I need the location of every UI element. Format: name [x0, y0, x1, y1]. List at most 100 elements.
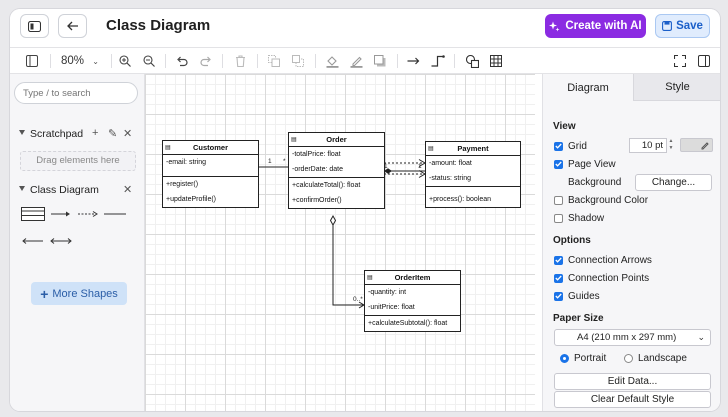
order-orderitem-connector	[332, 225, 364, 306]
dependency-arrow-icon[interactable]	[77, 210, 99, 218]
toolbar-divider	[50, 54, 51, 68]
zoom-in-button[interactable]	[117, 53, 133, 69]
edit-data-button[interactable]: Edit Data...	[554, 373, 711, 390]
arrow-right-icon	[407, 57, 420, 65]
class-icon: ▤	[367, 275, 373, 281]
toolbar-divider	[165, 54, 166, 68]
fill-bucket-icon	[326, 55, 338, 68]
zoom-in-icon	[119, 55, 131, 67]
connection-points-label: Connection Points	[568, 272, 650, 284]
zoom-dropdown[interactable]: 80% ⌄	[61, 55, 99, 67]
clear-default-style-button[interactable]: Clear Default Style	[554, 391, 711, 408]
checkbox-checked-icon	[554, 291, 563, 301]
pencil-icon[interactable]: ✎	[108, 128, 118, 140]
portrait-radio[interactable]: Portrait	[560, 351, 606, 365]
radio-selected-icon	[560, 353, 569, 363]
line-color-button[interactable]	[348, 53, 364, 69]
close-icon[interactable]: ✕	[123, 184, 133, 196]
format-panel-toggle[interactable]	[24, 53, 40, 69]
diagram-canvas[interactable]: 1 * 1 1 0..* ▤Customer -email: string +r…	[145, 74, 535, 411]
shadow-icon	[374, 55, 386, 67]
paper-size-value: A4 (210 mm x 297 mm)	[577, 332, 677, 343]
shadow-button[interactable]	[372, 53, 388, 69]
grid-checkbox[interactable]: Grid	[554, 139, 587, 153]
guides-label: Guides	[568, 290, 600, 302]
grid-size-input[interactable]: 10 pt	[629, 138, 667, 153]
scratchpad-dropzone[interactable]: Drag elements here	[20, 151, 136, 171]
fullscreen-icon	[674, 55, 686, 67]
class-orderitem[interactable]: ▤OrderItem -quantity: int -unitPrice: fl…	[364, 270, 461, 332]
radio-unselected-icon	[624, 353, 633, 363]
toggle-format-panel-button[interactable]	[696, 53, 712, 69]
portrait-label: Portrait	[574, 352, 607, 364]
caret-down-icon[interactable]	[19, 186, 25, 191]
class-customer[interactable]: ▤Customer -email: string +register() +up…	[162, 140, 259, 208]
close-icon[interactable]: ✕	[123, 128, 133, 140]
background-label: Background	[568, 176, 622, 188]
grid-color-swatch[interactable]	[680, 138, 713, 152]
undo-button[interactable]	[174, 53, 190, 69]
shapes-button[interactable]	[464, 53, 480, 69]
toolbar: 80% ⌄	[10, 47, 720, 74]
connection-points-checkbox[interactable]: Connection Points	[554, 271, 649, 285]
checkbox-checked-icon	[554, 255, 563, 265]
class-attribute: -amount: float	[429, 160, 472, 167]
to-front-button[interactable]	[266, 53, 282, 69]
class-icon: ▤	[165, 145, 171, 151]
connection-arrows-label: Connection Arrows	[568, 254, 652, 266]
toggle-sidebar-button[interactable]	[20, 14, 49, 38]
class-name: Customer	[192, 143, 228, 152]
shadow-checkbox[interactable]: Shadow	[554, 211, 604, 225]
header: Class Diagram Create with AI Save	[10, 9, 720, 45]
redo-button[interactable]	[198, 53, 214, 69]
class-payment[interactable]: ▤Payment -amount: float -status: string …	[425, 141, 521, 208]
options-section-title: Options	[553, 235, 591, 246]
fullscreen-button[interactable]	[672, 53, 688, 69]
fill-color-button[interactable]	[324, 53, 340, 69]
class-shape-icon[interactable]	[21, 207, 45, 221]
create-with-ai-label: Create with AI	[565, 20, 642, 32]
landscape-label: Landscape	[638, 352, 687, 364]
change-background-button[interactable]: Change...	[635, 174, 712, 191]
plus-icon[interactable]: +	[92, 127, 99, 139]
association-arrow-icon[interactable]	[50, 210, 72, 218]
class-icon: ▤	[291, 137, 297, 143]
bidirectional-line-icon[interactable]	[22, 237, 44, 245]
connection-arrows-checkbox[interactable]: Connection Arrows	[554, 253, 652, 267]
bidirectional-arrow-icon[interactable]	[50, 237, 72, 245]
chevron-down-icon: ⌄	[697, 332, 705, 342]
guides-checkbox[interactable]: Guides	[554, 289, 600, 303]
back-button[interactable]	[58, 14, 87, 38]
grid-size-stepper[interactable]: ▲▼	[668, 138, 674, 151]
background-color-checkbox[interactable]: Background Color	[554, 193, 648, 207]
waypoints-button[interactable]	[430, 53, 446, 69]
scratchpad-title[interactable]: Scratchpad	[30, 128, 84, 140]
shape-search-input[interactable]	[14, 82, 138, 104]
to-back-button[interactable]	[290, 53, 306, 69]
create-with-ai-button[interactable]: Create with AI	[545, 14, 646, 38]
shapes-icon	[465, 54, 479, 68]
class-method: +updateProfile()	[166, 196, 217, 203]
connection-style-button[interactable]	[406, 53, 422, 69]
tab-style[interactable]: Style	[633, 74, 720, 101]
landscape-radio[interactable]: Landscape	[624, 351, 687, 365]
delete-button[interactable]	[232, 53, 248, 69]
class-order[interactable]: ▤Order -totalPrice: float -orderDate: da…	[288, 132, 385, 209]
multiplicity-label: 1	[384, 163, 388, 170]
zoom-out-button[interactable]	[141, 53, 157, 69]
paper-size-select[interactable]: A4 (210 mm x 297 mm) ⌄	[554, 329, 711, 346]
save-icon	[662, 21, 673, 31]
elbow-connector-icon	[431, 55, 445, 67]
panel-right-icon	[698, 55, 710, 67]
page-view-checkbox[interactable]: Page View	[554, 157, 616, 171]
send-back-icon	[292, 55, 304, 67]
caret-down-icon[interactable]	[19, 130, 25, 135]
save-button[interactable]: Save	[655, 14, 710, 38]
line-icon[interactable]	[103, 210, 127, 218]
class-diagram-section-title[interactable]: Class Diagram	[30, 184, 99, 196]
table-button[interactable]	[488, 53, 504, 69]
class-method: +calculateTotal(): float	[292, 182, 361, 189]
tab-diagram[interactable]: Diagram	[543, 74, 633, 101]
paper-size-section-title: Paper Size	[553, 313, 604, 324]
more-shapes-button[interactable]: + More Shapes	[31, 282, 127, 305]
